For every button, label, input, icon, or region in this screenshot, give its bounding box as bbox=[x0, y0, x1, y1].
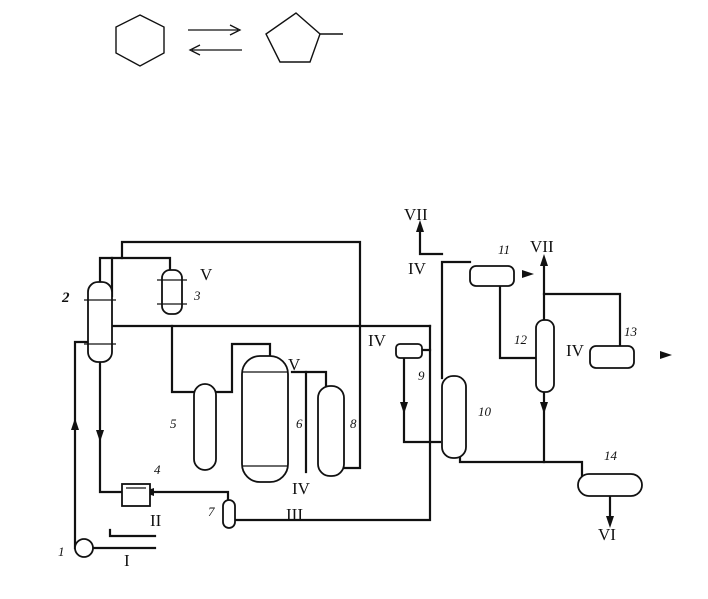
column-2 bbox=[88, 282, 112, 362]
exchanger-11 bbox=[470, 266, 514, 286]
equipment-labels: 1 2 3 4 5 6 7 8 9 10 11 12 13 14 bbox=[58, 242, 638, 559]
exchanger-9 bbox=[396, 344, 422, 358]
label-3: 3 bbox=[193, 288, 201, 303]
cyclopentane-ring bbox=[266, 13, 320, 62]
vessel-8 bbox=[318, 386, 344, 476]
separator-12 bbox=[536, 320, 554, 392]
reactor-6 bbox=[242, 356, 288, 482]
tank-14 bbox=[578, 474, 642, 496]
stream-label-III: III bbox=[286, 505, 303, 524]
stream-label-I: I bbox=[124, 551, 130, 570]
label-5: 5 bbox=[170, 416, 177, 431]
condenser-3 bbox=[162, 270, 182, 314]
stream-label-IV-exchanger-9: IV bbox=[368, 331, 387, 350]
exchanger-4 bbox=[122, 484, 150, 506]
label-11: 11 bbox=[498, 242, 510, 257]
stream-label-V-condenser: V bbox=[200, 265, 213, 284]
pump-1 bbox=[75, 539, 93, 557]
label-2: 2 bbox=[61, 290, 70, 306]
exchanger-13 bbox=[590, 346, 634, 368]
column-10 bbox=[442, 376, 466, 458]
stream-label-VII-top: VII bbox=[404, 205, 428, 224]
label-6: 6 bbox=[296, 416, 303, 431]
label-7: 7 bbox=[208, 504, 215, 519]
label-14: 14 bbox=[604, 448, 618, 463]
stream-label-IV-reactor: IV bbox=[292, 479, 311, 498]
equilibrium-arrows bbox=[188, 25, 242, 55]
label-9: 9 bbox=[418, 368, 425, 383]
vessel-5 bbox=[194, 384, 216, 470]
stream-label-V-reactor: V bbox=[288, 355, 301, 374]
stream-label-VI: VI bbox=[598, 525, 616, 544]
stream-label-II: II bbox=[150, 511, 162, 530]
label-8: 8 bbox=[350, 416, 357, 431]
label-13: 13 bbox=[624, 324, 638, 339]
label-12: 12 bbox=[514, 332, 528, 347]
cyclohexane-ring bbox=[116, 15, 164, 66]
label-10: 10 bbox=[478, 404, 492, 419]
separator-7 bbox=[223, 500, 235, 528]
stream-label-VII-separator: VII bbox=[530, 237, 554, 256]
stream-label-IV-exchanger-13: IV bbox=[566, 341, 585, 360]
reaction-equation bbox=[116, 13, 343, 66]
stream-label-IV-exchanger-11: IV bbox=[408, 259, 427, 278]
label-4: 4 bbox=[154, 462, 161, 477]
label-1: 1 bbox=[58, 544, 65, 559]
